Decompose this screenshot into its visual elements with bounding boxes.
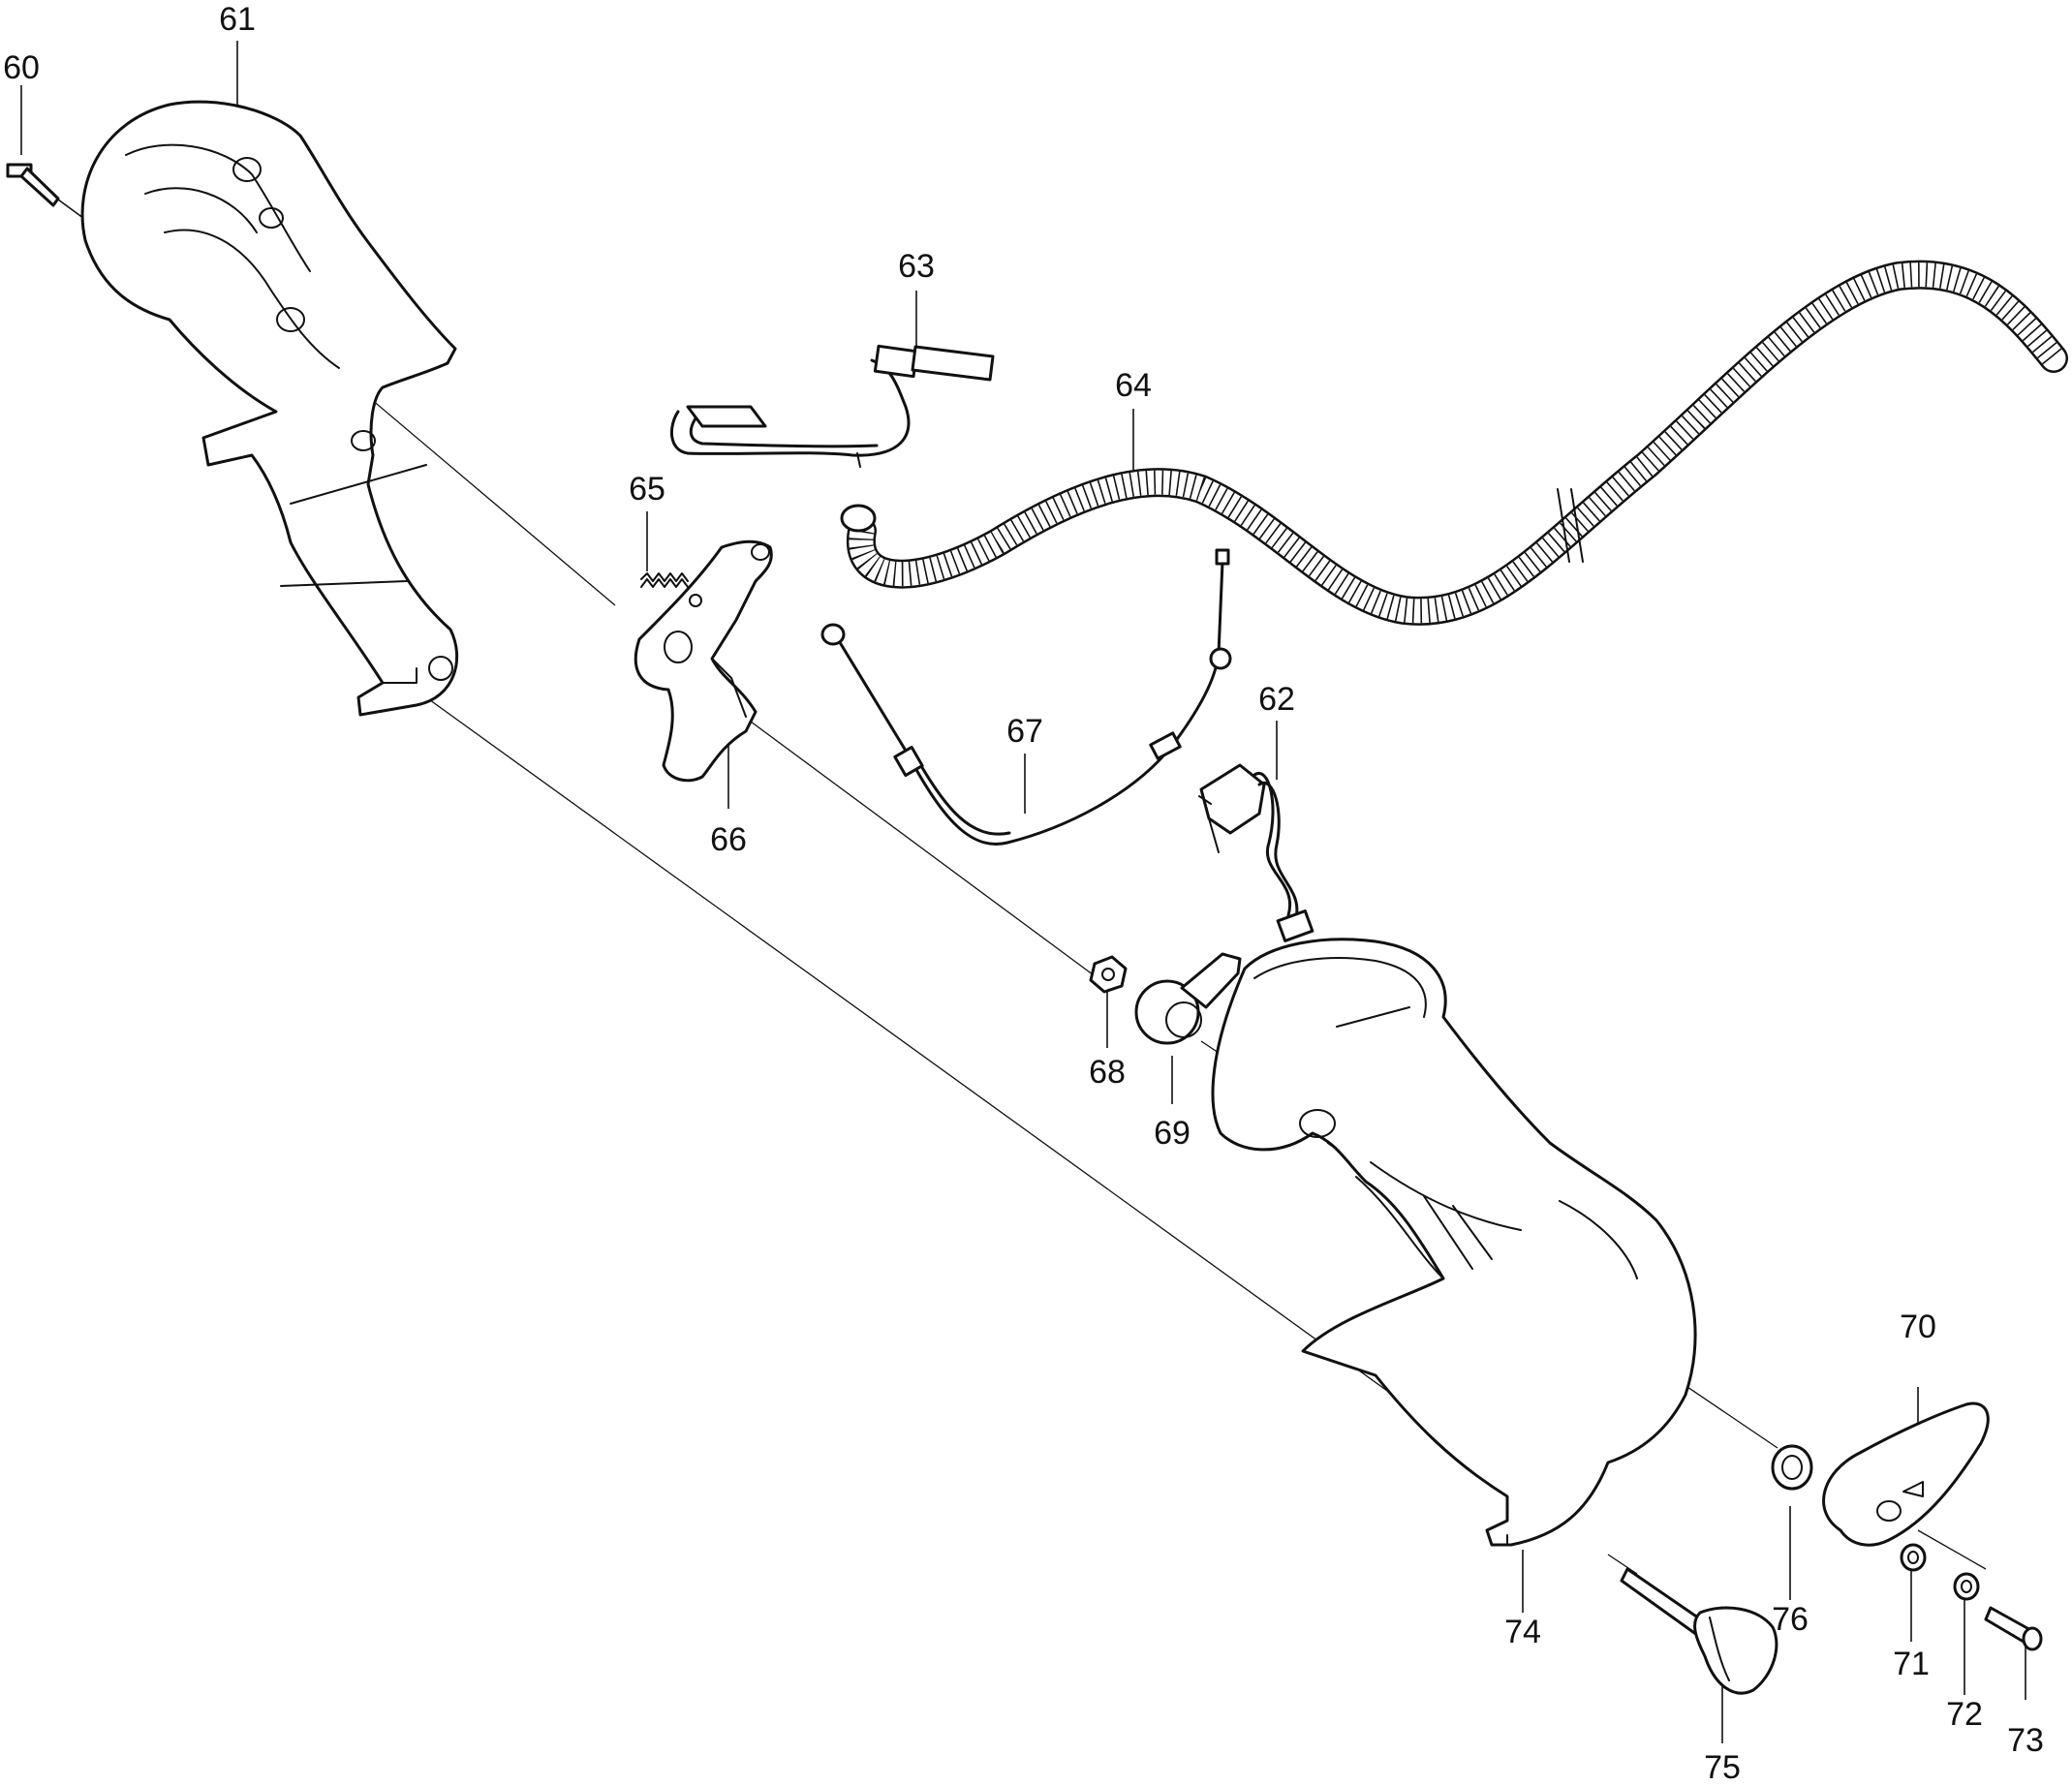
callout-75: 75 — [1704, 1749, 1741, 1786]
callout-72: 72 — [1946, 1696, 1983, 1733]
part-61-handle-half — [80, 100, 459, 717]
callout-74: 74 — [1504, 1614, 1541, 1650]
part-72-washer — [1953, 1572, 1980, 1601]
callout-60: 60 — [3, 49, 40, 86]
callout-69: 69 — [1154, 1115, 1191, 1152]
callout-70: 70 — [1900, 1309, 1936, 1345]
callout-73: 73 — [2007, 1722, 2044, 1759]
part-63-wire-connector — [669, 344, 995, 468]
assembly-lines — [207, 261, 1987, 1575]
part-62-switch — [1198, 763, 1314, 942]
callout-76: 76 — [1772, 1601, 1809, 1638]
callout-62: 62 — [1258, 681, 1295, 718]
part-64-corrugated-hose — [840, 260, 2068, 626]
part-75-knob-screw — [1620, 1567, 1778, 1695]
part-71-washer — [1900, 1543, 1927, 1572]
part-76-washer — [1771, 1444, 1813, 1491]
callout-63: 63 — [898, 248, 935, 285]
part-69-control-knob — [1134, 952, 1242, 1045]
part-66-throttle-trigger — [634, 539, 773, 783]
part-68-nut — [1089, 955, 1128, 994]
callout-71: 71 — [1893, 1646, 1930, 1682]
callout-68: 68 — [1089, 1054, 1126, 1091]
part-67-throttle-cable — [820, 548, 1232, 846]
part-70-cover — [1822, 1401, 1990, 1547]
part-60-screw — [6, 163, 60, 207]
callout-61: 61 — [219, 1, 256, 38]
part-65-spring — [640, 572, 689, 588]
callout-65: 65 — [629, 471, 665, 508]
callout-66: 66 — [710, 821, 747, 858]
part-73-bolt — [1984, 1606, 2043, 1651]
part-lower-handle-half — [1211, 938, 1697, 1547]
callout-67: 67 — [1006, 713, 1043, 750]
callout-64: 64 — [1115, 367, 1152, 404]
